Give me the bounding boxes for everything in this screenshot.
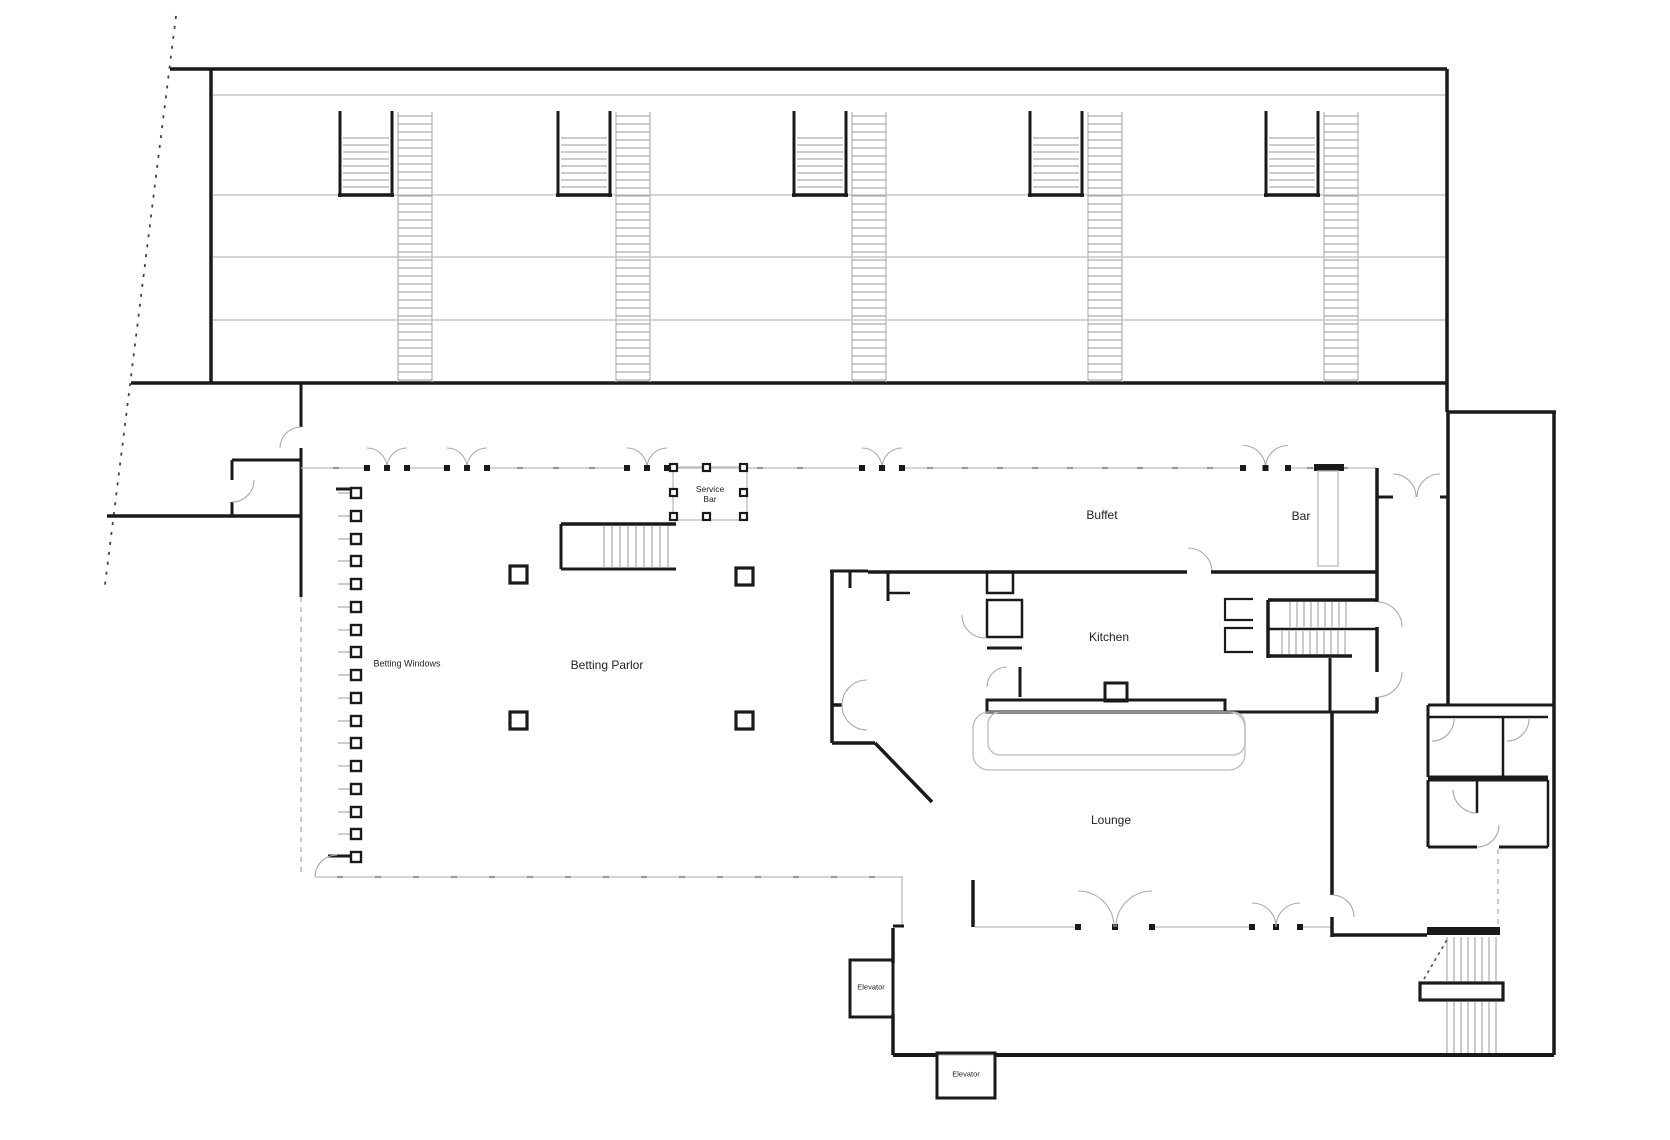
restrooms <box>1426 703 1554 849</box>
kitchen-room <box>830 547 1378 714</box>
site-boundary-dotted-line <box>104 15 177 586</box>
east-stair-hall <box>1266 468 1448 712</box>
bar-label: Bar <box>1291 508 1311 523</box>
elevator-south-shaft <box>935 1051 997 1100</box>
elevator-west-label: Elevator <box>857 982 885 992</box>
elevator-west-shaft <box>848 958 895 1019</box>
service-bar-label-line2: Bar <box>703 494 717 504</box>
service-bar-label-line1: Service <box>695 483 725 494</box>
right-wing <box>1418 410 1556 1055</box>
grandstand <box>131 67 1449 412</box>
betting-parlor <box>314 486 934 879</box>
lounge-room <box>891 711 1554 1057</box>
lounge-label: Lounge <box>1090 812 1132 827</box>
betting-windows-row <box>338 486 363 864</box>
elevator-south-label: Elevator <box>952 1069 980 1079</box>
grandstand-stair-modules <box>338 111 1359 382</box>
bar-room <box>1314 464 1344 567</box>
betting-parlor-label: Betting Parlor <box>570 657 644 672</box>
kitchen-label: Kitchen <box>1088 629 1130 644</box>
parlor-stair <box>559 522 676 571</box>
buffet-label: Buffet <box>1086 507 1118 522</box>
west-entry <box>107 383 303 877</box>
service-bar-room <box>668 462 749 522</box>
service-bar-label: Service Bar <box>696 484 724 504</box>
southeast-stair <box>1418 927 1505 1053</box>
betting-windows-label: Betting Windows <box>373 658 441 669</box>
concourse-wall <box>301 444 1377 471</box>
